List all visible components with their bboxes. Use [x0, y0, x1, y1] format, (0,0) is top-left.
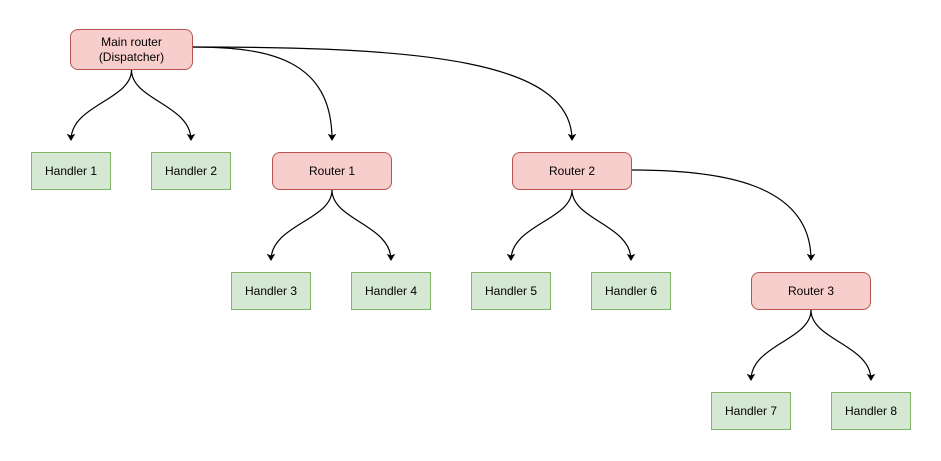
node-label-handler-3: Handler 3	[244, 283, 298, 298]
node-handler-2[interactable]: Handler 2	[151, 152, 231, 190]
node-label-main-router: Main router (Dispatcher)	[98, 34, 165, 64]
edge-router-2-to-router-3	[631, 169, 816, 261]
node-label-handler-5: Handler 5	[484, 283, 538, 298]
node-label-handler-7: Handler 7	[724, 403, 778, 418]
node-label-router-3: Router 3	[787, 283, 835, 298]
node-handler-8[interactable]: Handler 8	[831, 392, 911, 430]
edge-main-router-to-handler-2	[130, 69, 196, 141]
edge-router-3-to-handler-7	[746, 309, 812, 381]
node-handler-4[interactable]: Handler 4	[351, 272, 431, 310]
edge-router-2-to-handler-5	[506, 189, 573, 261]
edge-router-1-to-handler-4	[331, 189, 396, 261]
edge-main-router-to-router-2	[192, 46, 577, 141]
node-router-2[interactable]: Router 2	[512, 152, 632, 190]
edge-router-1-to-handler-3	[266, 189, 333, 261]
node-handler-1[interactable]: Handler 1	[31, 152, 111, 190]
node-main-router[interactable]: Main router (Dispatcher)	[70, 29, 193, 70]
node-label-handler-1: Handler 1	[44, 163, 98, 178]
node-router-1[interactable]: Router 1	[272, 152, 392, 190]
node-handler-6[interactable]: Handler 6	[591, 272, 671, 310]
node-label-handler-6: Handler 6	[604, 283, 658, 298]
node-router-3[interactable]: Router 3	[751, 272, 871, 310]
node-label-router-1: Router 1	[308, 163, 356, 178]
node-handler-5[interactable]: Handler 5	[471, 272, 551, 310]
edge-main-router-to-router-1	[192, 46, 337, 141]
node-handler-7[interactable]: Handler 7	[711, 392, 791, 430]
node-handler-3[interactable]: Handler 3	[231, 272, 311, 310]
node-label-router-2: Router 2	[548, 163, 596, 178]
edge-main-router-to-handler-1	[66, 69, 133, 141]
node-label-handler-4: Handler 4	[364, 283, 418, 298]
edge-router-2-to-handler-6	[571, 189, 636, 261]
edge-router-3-to-handler-8	[810, 309, 876, 381]
edge-paths	[66, 46, 876, 381]
node-label-handler-2: Handler 2	[164, 163, 218, 178]
node-label-handler-8: Handler 8	[844, 403, 898, 418]
